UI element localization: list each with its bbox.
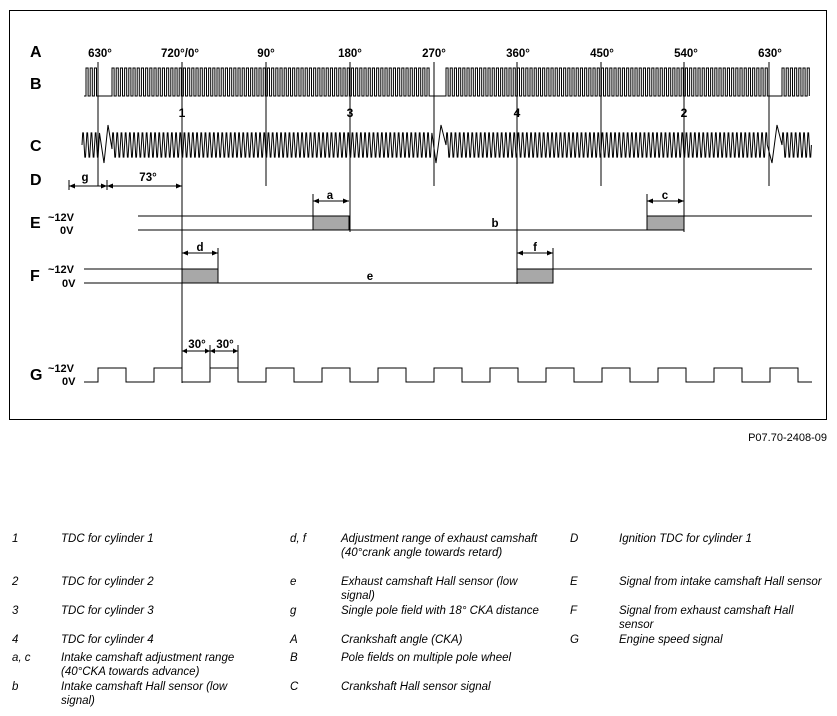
g-voltage-low: 0V bbox=[62, 376, 76, 388]
e-voltage-low: 0V bbox=[60, 225, 74, 237]
g-segment-label: g bbox=[81, 172, 88, 184]
exhaust-adjust-range-d bbox=[181, 268, 219, 284]
angle-label-630-start: 630° bbox=[88, 48, 112, 60]
engine-speed-square-wave bbox=[84, 367, 812, 383]
g-arrow-left bbox=[69, 183, 75, 189]
segment-f-label: f bbox=[533, 242, 537, 254]
segment-e-label: e bbox=[367, 271, 373, 283]
row-label-c: C bbox=[30, 138, 42, 155]
angle-label-360: 360° bbox=[506, 48, 530, 60]
f-voltage-high: ~12V bbox=[48, 264, 75, 276]
d-arrow-right bbox=[212, 250, 218, 256]
ckd-73-arrow-left bbox=[107, 183, 113, 189]
d-arrow-left bbox=[182, 250, 188, 256]
intake-adjust-range-a bbox=[312, 215, 350, 231]
angle-label-630-end: 630° bbox=[758, 48, 782, 60]
cylinder-label-2: 2 bbox=[681, 106, 688, 120]
angle-label-180: 180° bbox=[338, 48, 362, 60]
c-arrow-right bbox=[678, 198, 684, 204]
angle-label-90: 90° bbox=[257, 48, 275, 60]
g-arrow-right bbox=[101, 183, 107, 189]
thirty-label-1: 30° bbox=[188, 339, 206, 351]
row-label-f: F bbox=[30, 268, 40, 285]
c-arrow-left bbox=[647, 198, 653, 204]
f-voltage-low: 0V bbox=[62, 278, 76, 290]
thirty-arrow-1-left bbox=[182, 348, 187, 354]
segment-a-label: a bbox=[327, 190, 334, 202]
angle-label-450: 450° bbox=[590, 48, 614, 60]
thirty-arrow-2-left bbox=[210, 348, 215, 354]
thirty-arrow-1-right bbox=[205, 348, 210, 354]
angle-label-270: 270° bbox=[422, 48, 446, 60]
segment-c-label: c bbox=[662, 190, 669, 202]
e-voltage-high: ~12V bbox=[48, 212, 75, 224]
row-label-g: G bbox=[30, 367, 42, 384]
crankshaft-hall-signal-wave bbox=[81, 124, 812, 164]
row-label-d: D bbox=[30, 172, 42, 189]
angle-label-720-0: 720°/0° bbox=[161, 48, 199, 60]
figure-code: P07.70-2408-09 bbox=[748, 432, 827, 444]
ckd-73-label: 73° bbox=[139, 172, 157, 184]
cylinder-label-1: 1 bbox=[179, 106, 186, 120]
a-arrow-right bbox=[343, 198, 349, 204]
g-voltage-high: ~12V bbox=[48, 363, 75, 375]
thirty-arrow-2-right bbox=[233, 348, 238, 354]
row-label-e: E bbox=[30, 215, 41, 232]
f-arrow-left bbox=[517, 250, 523, 256]
row-label-b: B bbox=[30, 76, 42, 93]
exhaust-adjust-range-f bbox=[516, 268, 554, 284]
diagram-frame bbox=[9, 10, 827, 420]
a-arrow-left bbox=[313, 198, 319, 204]
cylinder-label-4: 4 bbox=[514, 106, 521, 120]
thirty-label-2: 30° bbox=[216, 339, 234, 351]
cylinder-label-3: 3 bbox=[347, 106, 354, 120]
angle-label-540: 540° bbox=[674, 48, 698, 60]
segment-b-label: b bbox=[491, 218, 498, 230]
row-label-a: A bbox=[30, 44, 42, 61]
f-arrow-right bbox=[547, 250, 553, 256]
segment-d-label: d bbox=[196, 242, 203, 254]
pole-field-pulse-train bbox=[84, 67, 810, 97]
intake-adjust-range-c bbox=[646, 215, 685, 231]
ckd-73-arrow-right bbox=[176, 183, 182, 189]
